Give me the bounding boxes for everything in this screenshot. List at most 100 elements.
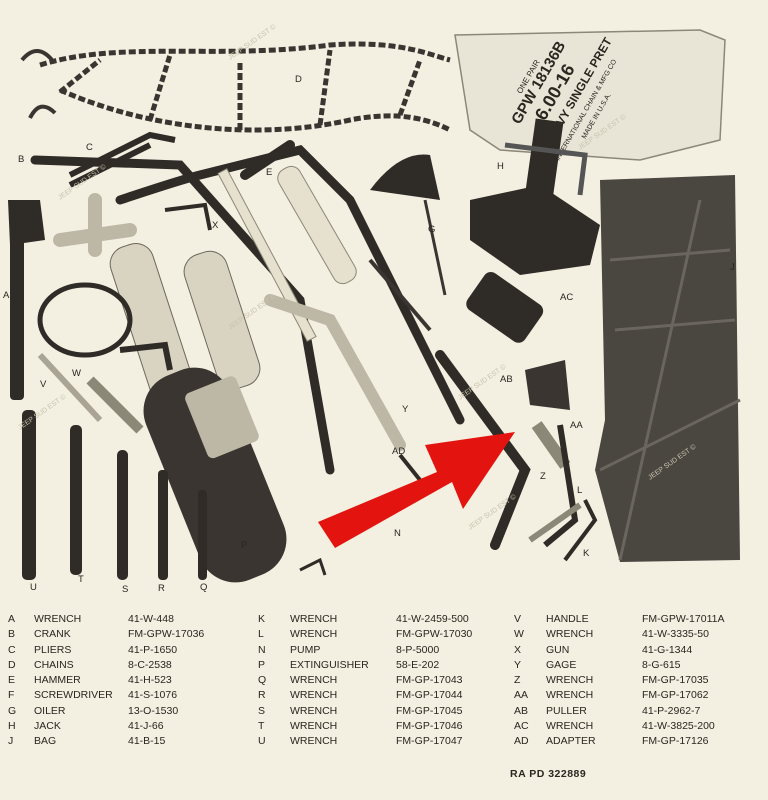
callout-ab: AB	[500, 374, 513, 385]
pliers	[68, 131, 176, 188]
legend-key: C	[8, 643, 16, 656]
legend-name: WRENCH	[290, 689, 338, 702]
legend-name: ADAPTER	[546, 735, 596, 748]
screwdriver	[277, 165, 432, 332]
chains-bag: ONE PAIR GPW 18136B 6.00-16 EX. HEAVY SI…	[454, 29, 726, 169]
figure-reference: RA PD 322889	[510, 768, 587, 780]
legend-part-number: 8-G-615	[642, 658, 681, 671]
legend-key: U	[258, 735, 266, 748]
callout-a: A	[3, 290, 10, 301]
callout-l: L	[577, 485, 582, 496]
legend-name: BAG	[34, 735, 57, 748]
legend-part-number: 8-C-2538	[128, 658, 172, 671]
legend-name: OILER	[34, 704, 66, 717]
legend-key: G	[8, 704, 17, 717]
callout-w: W	[72, 368, 81, 379]
fire-extinguisher	[119, 341, 327, 583]
legend-part-number: FM-GP-17046	[396, 720, 463, 733]
legend-key: V	[514, 613, 522, 625]
legend-name: CHAINS	[34, 658, 74, 671]
callout-z: Z	[540, 471, 546, 482]
legend-part-number: FM-GP-17035	[642, 674, 709, 687]
tire-gage	[264, 294, 406, 451]
wheel-puller	[525, 360, 570, 410]
legend-key: AB	[514, 704, 529, 717]
callout-c: C	[86, 142, 93, 153]
legend-name: HANDLE	[546, 613, 589, 625]
legend-name: JACK	[34, 720, 61, 733]
chain-hook	[20, 49, 54, 62]
callout-d: D	[295, 74, 302, 85]
legend-part-number: 58-E-202	[396, 658, 440, 671]
legend-key: D	[8, 658, 16, 671]
callout-q: Q	[200, 582, 207, 593]
watermark-1: JEEP SUD EST ©	[227, 22, 279, 62]
legend-key: W	[514, 628, 524, 641]
legend-name: WRENCH	[290, 613, 338, 625]
legend-key: Z	[514, 674, 521, 687]
legend-part-number: 41-B-15	[128, 735, 166, 748]
legend-key: N	[258, 643, 266, 656]
legend-key: S	[258, 704, 266, 717]
callout-n: N	[394, 528, 401, 539]
hose	[37, 282, 133, 358]
handle	[37, 352, 103, 423]
legend-key: P	[258, 658, 266, 671]
legend-name: WRENCH	[546, 674, 594, 687]
red-arrow	[318, 432, 515, 548]
pipe-wrench	[8, 200, 45, 400]
lug-wrench	[435, 350, 531, 550]
legend-name: SCREWDRIVER	[34, 689, 113, 702]
tire-pump	[398, 453, 422, 482]
legend-part-number: FM-GPW-17030	[396, 628, 473, 641]
legend-part-number: 13-O-1530	[128, 704, 179, 717]
callout-r: R	[158, 583, 165, 594]
legend-name: WRENCH	[546, 628, 594, 641]
legend-part-number: 8-P-5000	[396, 643, 440, 656]
callout-s: S	[122, 584, 128, 595]
legend-key: AA	[514, 689, 529, 702]
hex-key	[563, 499, 598, 562]
long-crank	[115, 145, 465, 425]
legend-part-number: FM-GP-17126	[642, 735, 709, 748]
legend-part-number: FM-GP-17047	[396, 735, 463, 748]
legend-key: F	[8, 689, 15, 702]
legend-key: H	[8, 720, 16, 733]
legend-key: L	[258, 628, 264, 641]
legend-name: PULLER	[546, 704, 587, 717]
callout-j: J	[730, 262, 735, 273]
legend-name: PLIERS	[34, 643, 72, 656]
callout-e: E	[266, 167, 272, 178]
legend-name: WRENCH	[290, 628, 338, 641]
legend-part-number: 41-S-1076	[128, 689, 178, 702]
legend-key: J	[8, 735, 14, 748]
legend-name: WRENCH	[290, 720, 338, 733]
chains	[39, 41, 452, 133]
legend-name: PUMP	[290, 643, 321, 656]
legend-name: WRENCH	[546, 720, 594, 733]
crank	[30, 155, 335, 475]
small-wrench	[528, 502, 582, 543]
callout-v: V	[40, 379, 47, 390]
callout-k: K	[583, 548, 590, 559]
tool-roll-bag	[595, 175, 741, 562]
hammer	[217, 140, 317, 342]
legend-key: E	[8, 674, 16, 687]
callout-ac: AC	[560, 292, 573, 303]
legend-part-number: 41-H-523	[128, 674, 172, 687]
legend-key: Y	[514, 658, 522, 671]
legend-part-number: 41-W-2459-500	[396, 613, 469, 625]
legend-name: WRENCH	[546, 689, 594, 702]
jack	[470, 118, 600, 275]
legend-part-number: FM-GP-17045	[396, 704, 463, 717]
legend-name: GAGE	[546, 658, 577, 671]
legend-part-number: 41-W-3825-200	[642, 720, 715, 733]
socket-wrench	[86, 376, 144, 434]
callout-t: T	[78, 574, 84, 585]
legend-part-number: 41-P-2962-7	[642, 704, 701, 717]
legend-name: WRENCH	[290, 674, 338, 687]
callout-y: Y	[402, 404, 409, 415]
callout-f: F	[362, 226, 368, 237]
callout-p: P	[241, 540, 247, 551]
legend-part-number: FM-GPW-17011A	[642, 613, 725, 625]
